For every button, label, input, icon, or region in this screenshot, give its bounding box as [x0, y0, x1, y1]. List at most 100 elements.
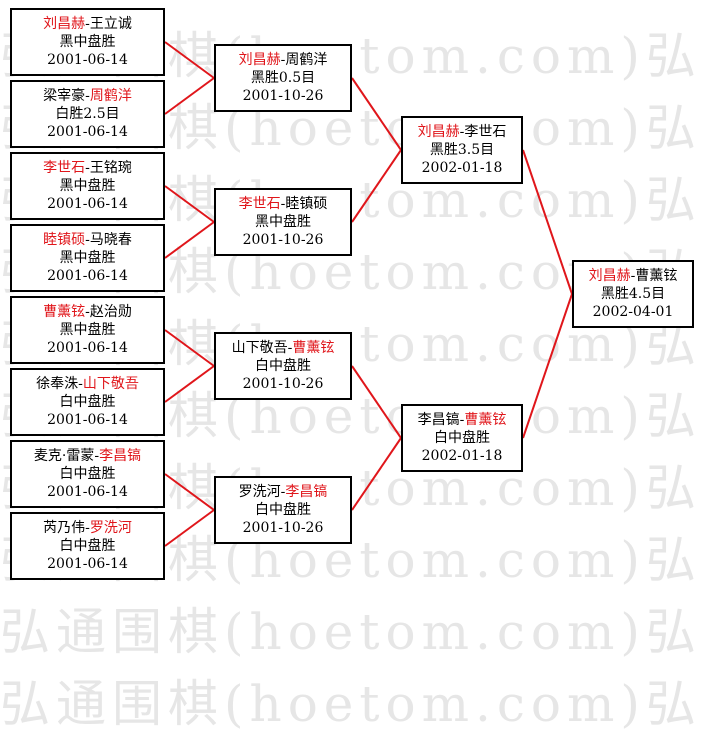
match-date: 2002-01-18	[421, 448, 503, 464]
bracket-connector-line	[164, 473, 215, 511]
player-name: 李昌镐	[417, 412, 460, 428]
match-date: 2001-10-26	[242, 88, 324, 104]
match-date: 2001-06-14	[47, 196, 128, 212]
vs-separator: -	[85, 304, 90, 320]
match-date: 2002-04-01	[592, 304, 674, 320]
semifinal-match-box: 刘昌赫-李世石黑胜3.5目 2002-01-18	[401, 116, 523, 184]
bracket-connector-line	[351, 365, 402, 439]
player-name: 刘昌赫	[238, 52, 281, 68]
player-name: 王铭琬	[89, 160, 132, 176]
match-players: 刘昌赫-周鹤洋	[239, 51, 328, 69]
match-players: 刘昌赫-李世石	[418, 123, 507, 141]
player-name: 曹薰铉	[635, 268, 678, 284]
player-name: 徐奉洙	[36, 376, 79, 392]
match-result: 黑中盘胜	[59, 178, 116, 194]
bracket-connector-line	[164, 41, 215, 79]
round-2-match-box: 山下敬吾-曹薰铉白中盘胜 2001-10-26	[214, 332, 352, 400]
match-result: 白中盘胜	[434, 430, 490, 446]
match-date: 2001-06-14	[47, 412, 128, 428]
match-players: 徐奉洙-山下敬吾	[36, 375, 139, 393]
player-name: 睦镇硕	[285, 196, 328, 212]
round-1-match-box: 麦克·雷蒙-李昌镐白中盘胜 2001-06-14	[10, 440, 165, 508]
vs-separator: -	[85, 88, 90, 104]
player-name: 曹薰铉	[43, 304, 86, 320]
player-name: 睦镇硕	[43, 232, 86, 248]
match-players: 芮乃伟-罗洗河	[43, 519, 132, 537]
match-players: 曹薰铉-赵治勋	[43, 303, 132, 321]
match-players: 李昌镐-曹薰铉	[418, 411, 507, 429]
match-date: 2001-10-26	[242, 232, 324, 248]
match-date: 2001-10-26	[242, 520, 324, 536]
match-result: 黑中盘胜	[255, 214, 311, 230]
match-result: 黑中盘胜	[59, 34, 116, 50]
match-result: 白中盘胜	[59, 394, 116, 410]
bracket-connector-line	[164, 329, 215, 367]
round-2-match-box: 罗洗河-李昌镐白中盘胜 2001-10-26	[214, 476, 352, 544]
match-result: 白中盘胜	[255, 358, 311, 374]
match-players: 李世石-王铭琬	[43, 159, 132, 177]
round-1-match-box: 芮乃伟-罗洗河白中盘胜 2001-06-14	[10, 512, 165, 580]
watermark-line: 弘通围棋(hoetom.com)弘	[0, 604, 702, 660]
player-name: 周鹤洋	[89, 88, 132, 104]
match-date: 2002-01-18	[421, 160, 503, 176]
match-result: 白中盘胜	[59, 466, 116, 482]
player-name: 周鹤洋	[285, 52, 328, 68]
bracket-connector-line	[164, 77, 215, 115]
player-name: 曹薰铉	[292, 340, 335, 356]
player-name: 刘昌赫	[417, 124, 460, 140]
match-date: 2001-10-26	[242, 376, 324, 392]
match-result: 黑胜3.5目	[429, 142, 495, 158]
player-name: 芮乃伟	[43, 520, 86, 536]
bracket-connector-line	[164, 185, 215, 223]
player-name: 王立诚	[89, 16, 132, 32]
watermark-line: 弘通围棋(hoetom.com)弘	[0, 676, 702, 732]
match-date: 2001-06-14	[47, 556, 128, 572]
player-name: 刘昌赫	[588, 268, 631, 284]
player-name: 山下敬吾	[82, 376, 139, 392]
match-result: 黑胜4.5目	[600, 286, 666, 302]
match-result: 黑中盘胜	[59, 322, 116, 338]
match-result: 白中盘胜	[59, 538, 116, 554]
match-players: 山下敬吾-曹薰铉	[232, 339, 335, 357]
vs-separator: -	[280, 52, 286, 68]
bracket-connector-line	[522, 149, 573, 295]
vs-separator: -	[280, 196, 286, 212]
player-name: 李昌镐	[285, 484, 328, 500]
match-date: 2001-06-14	[47, 484, 128, 500]
player-name: 梁宰豪	[43, 88, 86, 104]
vs-separator: -	[459, 412, 465, 428]
match-players: 刘昌赫-曹薰铉	[589, 267, 678, 285]
bracket-connector-line	[351, 149, 402, 223]
player-name: 山下敬吾	[231, 340, 288, 356]
bracket-connector-line	[164, 509, 215, 547]
bracket-connector-line	[164, 365, 215, 403]
vs-separator: -	[78, 376, 83, 392]
match-result: 黑中盘胜	[59, 250, 116, 266]
player-name: 李世石	[238, 196, 281, 212]
vs-separator: -	[630, 268, 636, 284]
vs-separator: -	[94, 448, 100, 464]
player-name: 李昌镐	[99, 448, 142, 464]
match-players: 刘昌赫-王立诚	[43, 15, 132, 33]
match-result: 白胜2.5目	[55, 106, 120, 122]
match-date: 2001-06-14	[47, 268, 128, 284]
player-name: 马晓春	[89, 232, 132, 248]
bracket-connectors	[164, 41, 573, 547]
player-name: 曹薰铉	[464, 412, 507, 428]
player-name: 刘昌赫	[43, 16, 86, 32]
match-players: 麦克·雷蒙-李昌镐	[34, 447, 141, 465]
match-result: 白中盘胜	[255, 502, 311, 518]
match-players: 罗洗河-李昌镐	[239, 483, 328, 501]
match-players: 梁宰豪-周鹤洋	[43, 87, 132, 105]
player-name: 赵治勋	[89, 304, 132, 320]
match-date: 2001-06-14	[47, 124, 128, 140]
bracket-connector-line	[164, 221, 215, 259]
match-result: 黑胜0.5目	[250, 70, 316, 86]
vs-separator: -	[280, 484, 286, 500]
